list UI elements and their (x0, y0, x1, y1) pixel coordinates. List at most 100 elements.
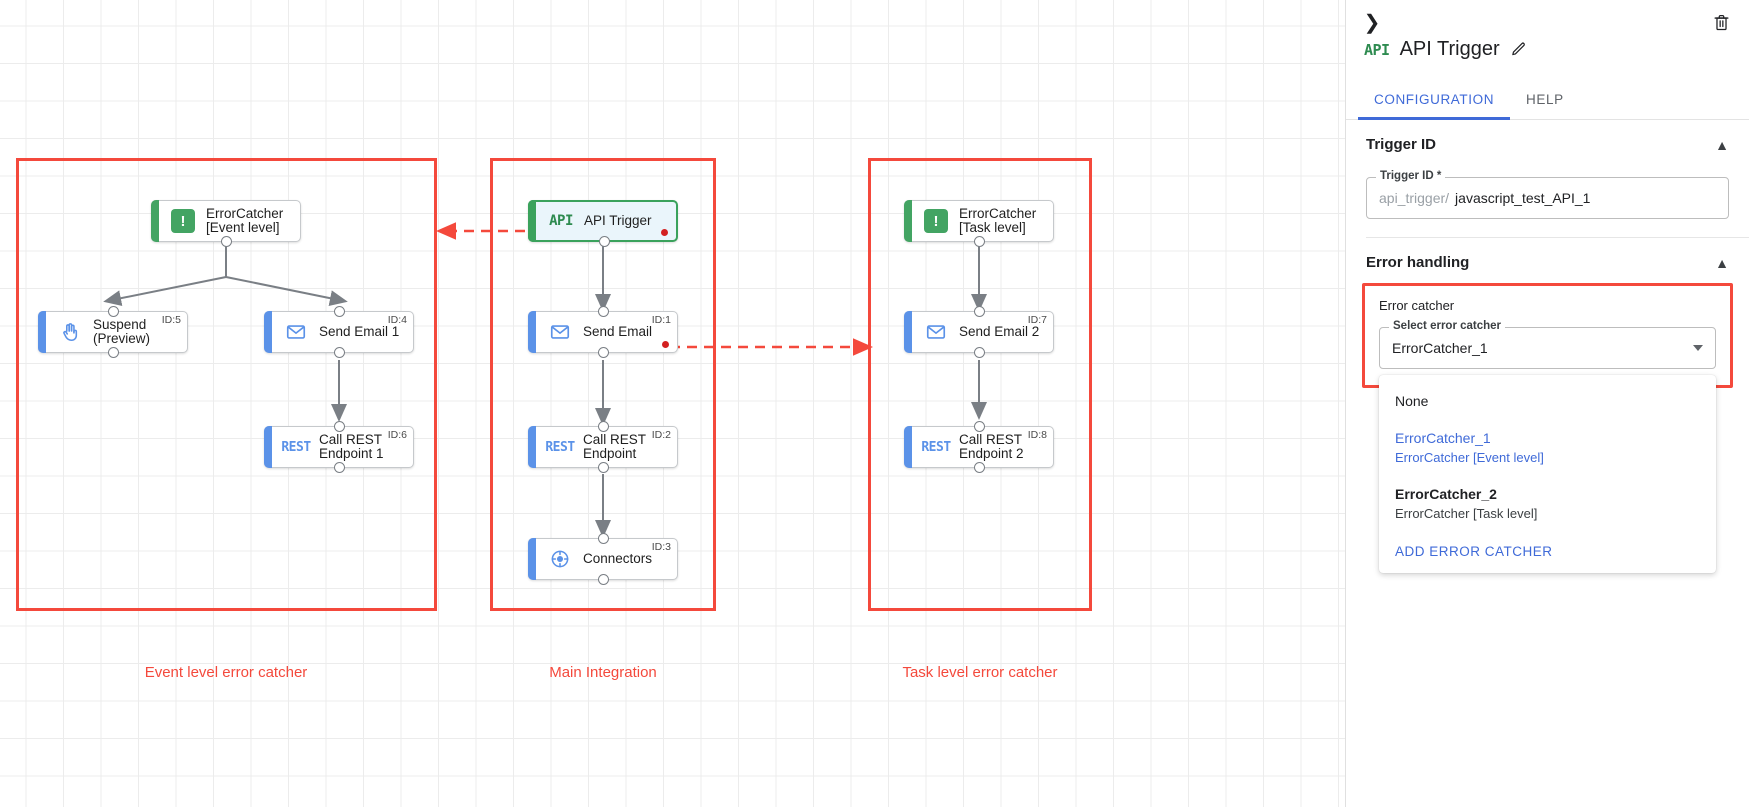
node-label: API Trigger (584, 213, 652, 228)
node-input-port[interactable] (598, 306, 609, 317)
status-dot-error (662, 341, 669, 348)
node-input-port[interactable] (598, 533, 609, 544)
node-output-port[interactable] (974, 347, 985, 358)
node-connectors[interactable]: Connectors ID:3 (528, 533, 678, 585)
node-input-port[interactable] (334, 306, 345, 317)
pencil-icon[interactable] (1510, 41, 1527, 58)
node-output-port[interactable] (598, 347, 609, 358)
panel-tabs[interactable]: CONFIGURATION HELP (1346, 80, 1749, 120)
node-id-label: ID:7 (1027, 314, 1047, 326)
add-error-catcher-button[interactable]: ADD ERROR CATCHER (1395, 544, 1553, 559)
dropdown-option-errorcatcher-1[interactable]: ErrorCatcher_1 ErrorCatcher [Event level… (1379, 420, 1716, 476)
node-error-catcher-task-level[interactable]: ! ErrorCatcher [Task level] (904, 200, 1054, 247)
envelope-icon (543, 321, 577, 343)
node-id-label: ID:8 (1027, 429, 1047, 441)
group-box-task-level[interactable] (868, 158, 1092, 611)
node-accent-bar (38, 311, 46, 353)
group-caption-event-level: Event level error catcher (144, 664, 308, 681)
dropdown-option-errorcatcher-2[interactable]: ErrorCatcher_2 ErrorCatcher [Task level] (1379, 476, 1716, 532)
node-input-port[interactable] (974, 421, 985, 432)
section-body-trigger-id: Trigger ID * api_trigger/ javascript_tes… (1346, 170, 1749, 237)
node-id-label: ID:5 (161, 314, 181, 326)
node-send-email-2[interactable]: Send Email 2 ID:7 (904, 306, 1054, 358)
node-accent-bar (528, 426, 536, 468)
node-output-port[interactable] (599, 236, 610, 247)
error-catcher-highlight-box: Error catcher Select error catcher Error… (1362, 283, 1733, 573)
node-input-port[interactable] (334, 421, 345, 432)
error-catcher-dropdown[interactable]: None ErrorCatcher_1 ErrorCatcher [Event … (1379, 375, 1716, 573)
tab-configuration[interactable]: CONFIGURATION (1358, 80, 1511, 120)
panel-title-row: API API Trigger (1364, 38, 1527, 61)
hand-icon (53, 321, 87, 343)
error-catcher-select-value: ErrorCatcher_1 (1392, 340, 1488, 356)
trigger-id-input[interactable]: api_trigger/ javascript_test_API_1 (1366, 177, 1729, 219)
node-label: Connectors (583, 551, 653, 566)
chevron-up-icon[interactable]: ▲ (1715, 254, 1729, 271)
status-dot-error (661, 229, 668, 236)
node-input-port[interactable] (974, 306, 985, 317)
dropdown-option-primary: ErrorCatcher_2 (1395, 486, 1497, 502)
node-accent-bar (528, 200, 536, 242)
node-output-port[interactable] (974, 236, 985, 247)
node-label: Send Email 1 (319, 324, 400, 339)
rest-icon: REST (545, 439, 575, 455)
node-output-port[interactable] (598, 462, 609, 473)
page-title: API Trigger (1399, 38, 1500, 60)
node-label: Call REST Endpoint 1 (319, 432, 384, 461)
node-output-port[interactable] (598, 574, 609, 585)
node-send-email[interactable]: Send Email ID:1 (528, 306, 678, 358)
chevron-down-icon[interactable] (1693, 345, 1703, 351)
node-input-port[interactable] (108, 306, 119, 317)
node-label: Call REST Endpoint (583, 432, 647, 461)
node-accent-bar (151, 200, 159, 242)
envelope-icon (919, 321, 953, 343)
dropdown-option-none[interactable]: None (1379, 383, 1716, 420)
trash-icon[interactable] (1709, 10, 1733, 34)
error-catcher-icon: ! (919, 209, 953, 233)
group-box-main-integration[interactable] (490, 158, 716, 611)
trigger-id-field-legend: Trigger ID * (1376, 170, 1446, 182)
node-output-port[interactable] (974, 462, 985, 473)
section-title: Error handling (1366, 254, 1470, 271)
section-header-error-handling[interactable]: Error handling ▲ (1346, 238, 1749, 283)
node-suspend[interactable]: Suspend (Preview) ID:5 (38, 306, 188, 358)
node-accent-bar (528, 538, 536, 580)
node-error-catcher-event-level[interactable]: ! ErrorCatcher [Event level] (151, 200, 301, 247)
panel-header: ❯ API API Trigger (1346, 0, 1749, 80)
error-catcher-select-legend: Select error catcher (1389, 320, 1506, 332)
chevron-right-icon[interactable]: ❯ (1363, 11, 1381, 34)
node-input-port[interactable] (598, 421, 609, 432)
node-send-email-1[interactable]: Send Email 1 ID:4 (264, 306, 414, 358)
rest-icon: REST (281, 439, 311, 455)
node-call-rest-endpoint-1[interactable]: REST Call REST Endpoint 1 ID:6 (264, 421, 414, 473)
node-output-port[interactable] (334, 347, 345, 358)
node-accent-bar (264, 426, 272, 468)
workflow-canvas[interactable]: Event level error catcher Main Integrati… (0, 0, 1345, 807)
tab-help[interactable]: HELP (1526, 92, 1564, 107)
section-header-trigger-id[interactable]: Trigger ID ▲ (1346, 120, 1749, 165)
trigger-id-field-wrap[interactable]: Trigger ID * api_trigger/ javascript_tes… (1366, 170, 1729, 219)
node-api-trigger[interactable]: API API Trigger (528, 200, 678, 247)
trigger-id-value: javascript_test_API_1 (1455, 190, 1591, 206)
error-catcher-select-wrap[interactable]: Select error catcher ErrorCatcher_1 None… (1379, 320, 1716, 573)
group-caption-task-level: Task level error catcher (902, 664, 1058, 681)
node-label: Call REST Endpoint 2 (959, 432, 1024, 461)
node-label: Send Email (583, 324, 653, 339)
node-output-port[interactable] (334, 462, 345, 473)
error-catcher-icon: ! (166, 209, 200, 233)
error-catcher-select[interactable]: ErrorCatcher_1 (1379, 327, 1716, 369)
node-id-label: ID:4 (387, 314, 407, 326)
section-title: Trigger ID (1366, 136, 1437, 153)
node-output-port[interactable] (108, 347, 119, 358)
node-output-port[interactable] (221, 236, 232, 247)
node-call-rest-endpoint-2[interactable]: REST Call REST Endpoint 2 ID:8 (904, 421, 1054, 473)
node-accent-bar (264, 311, 272, 353)
node-accent-bar (904, 200, 912, 242)
node-call-rest-endpoint[interactable]: REST Call REST Endpoint ID:2 (528, 421, 678, 473)
node-accent-bar (528, 311, 536, 353)
node-label: Send Email 2 (959, 324, 1040, 339)
node-id-label: ID:6 (387, 429, 407, 441)
dropdown-option-secondary: ErrorCatcher [Event level] (1395, 450, 1544, 465)
chevron-up-icon[interactable]: ▲ (1715, 136, 1729, 153)
group-box-event-level[interactable] (16, 158, 437, 611)
